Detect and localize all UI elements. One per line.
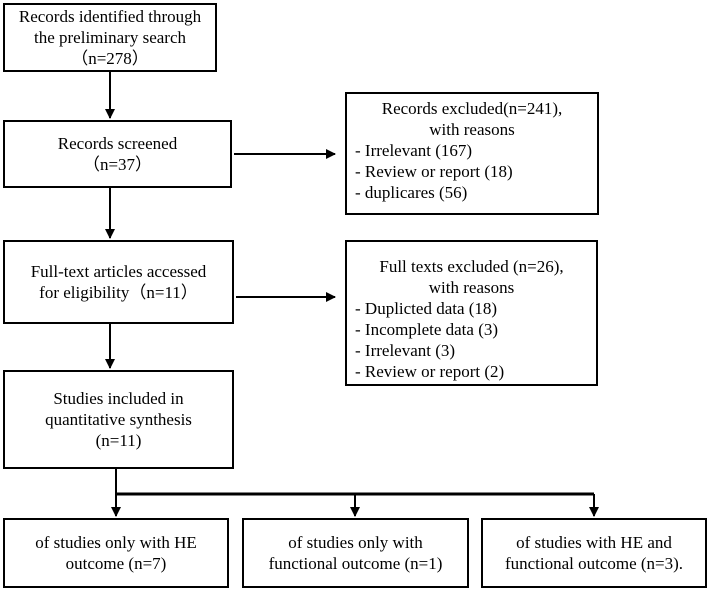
fulltext-line-2: for eligibility（n=11） [39, 283, 198, 302]
fulltext-excluded-item: - Incomplete data (3) [355, 320, 499, 339]
box-outcome-functional-only: of studies only with functional outcome … [242, 518, 469, 588]
records-excluded-header-1: Records excluded(n=241), [381, 99, 563, 118]
screened-line-1: Records screened [57, 134, 178, 153]
records-excluded-item: - Review or report (18) [355, 162, 513, 181]
identified-line-2: the preliminary search [34, 28, 186, 47]
records-excluded-item: - duplicares (56) [355, 183, 468, 202]
included-line-2: quantitative synthesis [45, 410, 192, 429]
records-excluded-header-2: with reasons [429, 120, 515, 139]
screened-line-2: （n=37） [82, 155, 153, 174]
included-line-1: Studies included in [53, 389, 184, 408]
fulltext-excluded-item: - Duplicted data (18) [355, 299, 498, 318]
outcome-he-line-1: of studies only with HE [35, 533, 197, 552]
outcome-both-line-2: functional outcome (n=3). [504, 554, 684, 573]
fulltext-excluded-item: - Irrelevant (3) [355, 341, 456, 360]
fulltext-excluded-header-2: with reasons [428, 278, 515, 297]
outcome-functional-line-1: of studies only with [288, 533, 423, 552]
outcome-both-line-1: of studies with HE and [516, 533, 672, 552]
identified-line-3: （n=278） [71, 49, 149, 68]
box-records-excluded: Records excluded(n=241), with reasons - … [345, 92, 599, 215]
outcome-functional-line-2: functional outcome (n=1) [268, 554, 443, 573]
fulltext-excluded-header-1: Full texts excluded (n=26), [379, 257, 564, 276]
fulltext-excluded-item: - Review or report (2) [355, 362, 505, 381]
identified-line-1: Records identified through [18, 7, 202, 26]
included-line-3: (n=11) [95, 431, 142, 450]
box-records-screened: Records screened （n=37） [3, 120, 232, 188]
box-fulltext-excluded: Full texts excluded (n=26), with reasons… [345, 240, 598, 386]
box-outcome-he-and-functional: of studies with HE and functional outcom… [481, 518, 707, 588]
box-records-identified: Records identified through the prelimina… [3, 3, 217, 72]
box-outcome-he-only: of studies only with HE outcome (n=7) [3, 518, 229, 588]
records-excluded-item: - Irrelevant (167) [355, 141, 473, 160]
box-fulltext-assessed: Full-text articles accessed for eligibil… [3, 240, 234, 324]
fulltext-line-1: Full-text articles accessed [30, 262, 207, 281]
outcome-he-line-2: outcome (n=7) [65, 554, 167, 573]
box-studies-included: Studies included in quantitative synthes… [3, 370, 234, 469]
